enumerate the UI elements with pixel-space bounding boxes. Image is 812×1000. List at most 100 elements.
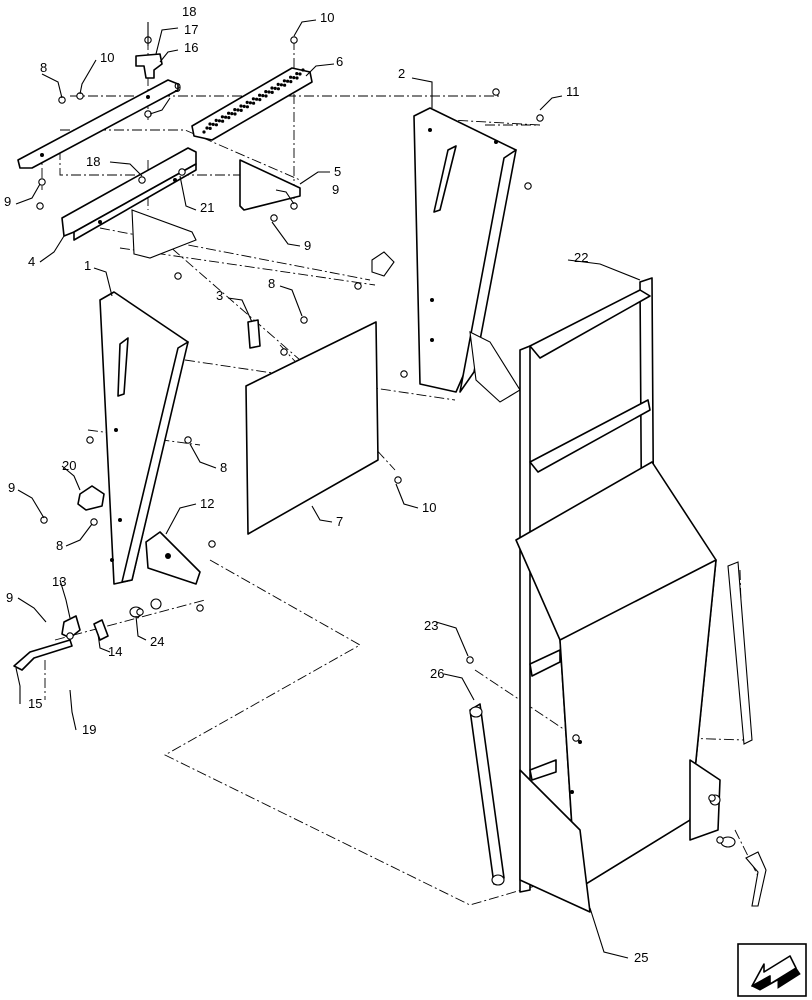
perforation-hole — [220, 115, 224, 119]
part-1-left-side-panel[interactable] — [99, 291, 189, 585]
fastener[interactable] — [178, 168, 186, 176]
fastener[interactable] — [716, 836, 724, 844]
perforation-hole — [214, 123, 218, 127]
perforation-hole — [227, 116, 231, 120]
callout-5: 5 — [334, 164, 341, 179]
perforation-hole — [286, 79, 290, 83]
callout-labels: 8 10 18 17 16 10 6 9 2 11 18 5 9 9 21 4 … — [4, 4, 648, 965]
callout-10: 10 — [320, 10, 334, 25]
fastener[interactable] — [66, 632, 74, 640]
fastener[interactable] — [280, 348, 288, 356]
part-2-right-side-panel[interactable] — [371, 107, 521, 403]
callout-24: 24 — [150, 634, 164, 649]
callout-12: 12 — [200, 496, 214, 511]
callout-9: 9 — [304, 238, 311, 253]
fastener[interactable] — [492, 88, 500, 96]
perforation-hole — [279, 83, 283, 87]
part-3-small-bracket[interactable] — [247, 319, 261, 349]
callout-19: 19 — [82, 722, 96, 737]
perforation-hole — [264, 94, 268, 98]
fastener[interactable] — [290, 202, 298, 210]
perforation-hole — [239, 104, 243, 108]
callout-8: 8 — [56, 538, 63, 553]
part-26-strut[interactable] — [469, 703, 505, 886]
perforation-hole — [270, 90, 274, 94]
callout-14: 14 — [108, 644, 122, 659]
perforation-hole — [289, 80, 293, 84]
perforation-hole — [242, 104, 246, 108]
perforation-hole — [208, 122, 212, 126]
fastener[interactable] — [36, 202, 44, 210]
fastener[interactable] — [290, 36, 298, 44]
part-14-spring[interactable] — [93, 619, 109, 641]
part-handle-rod[interactable] — [720, 836, 767, 907]
fastener[interactable] — [196, 604, 204, 612]
part-chain-cable[interactable] — [727, 561, 753, 745]
part-22-lower-box[interactable] — [515, 461, 721, 913]
perforation-hole — [245, 100, 249, 104]
callout-6: 6 — [336, 54, 343, 69]
part-12-hinge-plate[interactable] — [145, 531, 201, 585]
fastener[interactable] — [354, 282, 362, 290]
part-13-latch[interactable] — [61, 615, 81, 639]
perforation-hole — [217, 119, 221, 123]
next-page-arrow-icon[interactable] — [737, 943, 807, 997]
callout-18: 18 — [182, 4, 196, 19]
part-16-bracket-bar[interactable] — [17, 79, 179, 169]
part-4-angle-channel[interactable] — [61, 147, 197, 259]
fastener[interactable] — [524, 182, 532, 190]
callout-25: 25 — [634, 950, 648, 965]
callout-3: 3 — [216, 288, 223, 303]
fastener[interactable] — [40, 516, 48, 524]
callout-8: 8 — [40, 60, 47, 75]
part-17-clip[interactable] — [135, 53, 163, 79]
part-6-perforated-step[interactable] — [191, 67, 313, 141]
fastener[interactable] — [38, 178, 46, 186]
part-24-washer[interactable] — [129, 598, 162, 618]
part-20-clamp[interactable] — [77, 485, 105, 511]
part-5-gusset[interactable] — [239, 159, 301, 211]
callout-9: 9 — [8, 480, 15, 495]
part-7-flat-panel[interactable] — [245, 321, 379, 535]
perforation-hole — [283, 83, 287, 87]
fastener[interactable] — [90, 518, 98, 526]
fastener[interactable] — [174, 272, 182, 280]
fastener[interactable] — [136, 608, 144, 616]
callout-8: 8 — [220, 460, 227, 475]
fastener[interactable] — [394, 476, 402, 484]
fastener[interactable] — [466, 656, 474, 664]
perforation-hole — [239, 108, 243, 112]
callout-17: 17 — [184, 22, 198, 37]
fastener[interactable] — [184, 436, 192, 444]
fastener[interactable] — [270, 214, 278, 222]
fastener[interactable] — [208, 540, 216, 548]
perforation-hole — [258, 93, 262, 97]
fastener[interactable] — [708, 794, 716, 802]
perforation-hole — [276, 82, 280, 86]
perforation-hole — [211, 122, 215, 126]
perforation-hole — [261, 94, 265, 98]
perforation-hole — [233, 108, 237, 112]
perforation-hole — [295, 72, 299, 76]
callout-10: 10 — [422, 500, 436, 515]
callout-21: 21 — [200, 200, 214, 215]
callout-20: 20 — [62, 458, 76, 473]
perforation-holes — [202, 68, 305, 134]
callout-8: 8 — [268, 276, 275, 291]
fastener[interactable] — [300, 316, 308, 324]
callout-22: 22 — [574, 250, 588, 265]
fastener[interactable] — [86, 436, 94, 444]
fastener[interactable] — [536, 114, 544, 122]
perforation-hole — [208, 126, 212, 130]
callout-4: 4 — [28, 254, 35, 269]
callout-18: 18 — [86, 154, 100, 169]
part-15-hook-pin[interactable] — [13, 639, 73, 671]
fastener[interactable] — [400, 370, 408, 378]
perforation-hole — [273, 86, 277, 90]
callout-15: 15 — [28, 696, 42, 711]
perforation-hole — [224, 115, 228, 119]
perforation-hole — [252, 101, 256, 105]
fastener[interactable] — [572, 734, 580, 742]
fastener[interactable] — [138, 176, 146, 184]
